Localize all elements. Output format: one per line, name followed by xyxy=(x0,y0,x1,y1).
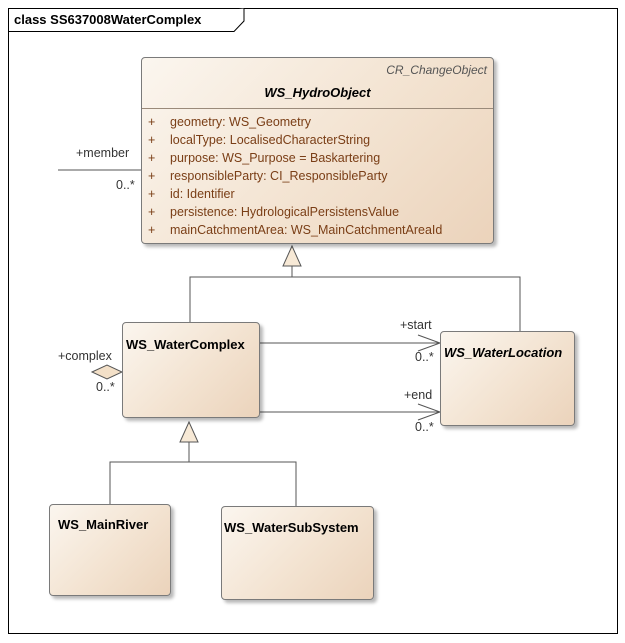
member-multiplicity: 0..* xyxy=(116,178,135,192)
class-name: WS_HydroObject xyxy=(264,85,371,100)
start-role-label: +start xyxy=(400,318,432,332)
complex-multiplicity: 0..* xyxy=(96,380,115,394)
class-divider xyxy=(142,108,493,109)
attribute-row: +localType: LocalisedCharacterString xyxy=(148,133,371,147)
attribute-row: +responsibleParty: CI_ResponsibleParty xyxy=(148,169,388,183)
complex-role-label: +complex xyxy=(58,349,112,363)
class-name: WS_WaterLocation xyxy=(444,345,563,360)
class-ws-waterlocation[interactable]: WS_WaterLocation xyxy=(440,331,575,426)
attribute-row: +persistence: HydrologicalPersistensValu… xyxy=(148,205,400,219)
attribute-row: +purpose: WS_Purpose = Baskartering xyxy=(148,151,381,165)
class-ws-hydroobject[interactable]: CR_ChangeObject WS_HydroObject +geometry… xyxy=(141,57,494,244)
start-multiplicity: 0..* xyxy=(415,350,434,364)
diagram-frame xyxy=(8,8,618,634)
end-multiplicity: 0..* xyxy=(415,420,434,434)
attribute-row: +id: Identifier xyxy=(148,187,235,201)
class-ws-mainriver[interactable]: WS_MainRiver xyxy=(49,504,171,596)
member-role-label: +member xyxy=(76,146,130,160)
stereotype-label: CR_ChangeObject xyxy=(386,63,487,77)
class-name: WS_WaterComplex xyxy=(126,337,245,352)
attribute-row: +mainCatchmentArea: WS_MainCatchmentArea… xyxy=(148,223,443,237)
generalization-mainriver-line xyxy=(109,461,297,506)
class-ws-watercomplex[interactable]: WS_WaterComplex xyxy=(122,322,260,418)
generalization-triangle-hydro xyxy=(282,244,302,267)
aggregation-diamond xyxy=(90,364,124,380)
generalization-complex-line xyxy=(189,276,292,322)
attribute-row: +geometry: WS_Geometry xyxy=(148,115,312,129)
generalization-triangle-complex xyxy=(179,420,199,443)
class-name: WS_MainRiver xyxy=(58,517,149,532)
class-ws-watersubsystem[interactable]: WS_WaterSubSystem xyxy=(221,506,374,600)
frame-title: class SS637008WaterComplex xyxy=(14,12,202,27)
end-role-label: +end xyxy=(404,388,433,402)
class-name: WS_WaterSubSystem xyxy=(224,520,359,535)
generalization-location-line xyxy=(292,276,521,331)
